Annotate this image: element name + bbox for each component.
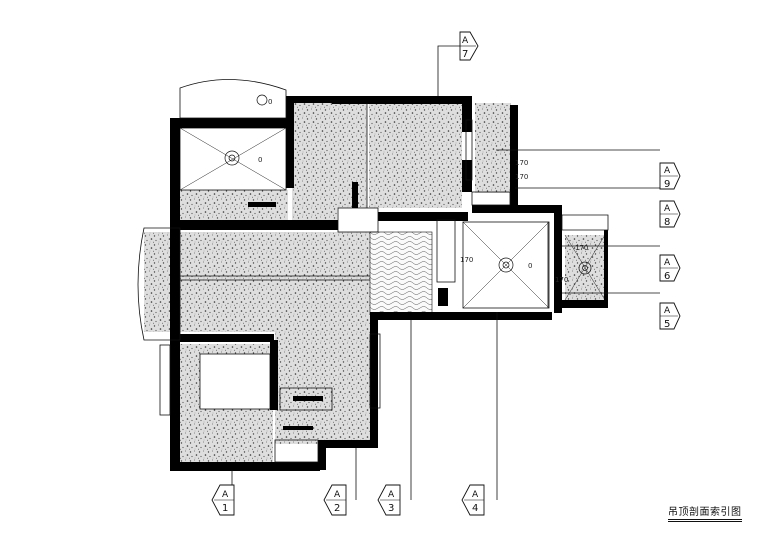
marker-number: 9 — [664, 179, 670, 190]
section-marker-9: A 9 — [659, 162, 681, 190]
marker-letter: A — [222, 490, 229, 500]
marker-letter: A — [334, 490, 341, 500]
level-label: 0 — [268, 98, 272, 106]
dim-label: 170 — [575, 244, 588, 252]
marker-number: 4 — [472, 503, 478, 514]
marker-number: 2 — [334, 503, 340, 514]
ceiling-diagonals — [179, 127, 606, 309]
dimension-labels: 170 170 170 170 170 0 0 0 — [258, 98, 588, 284]
detail-bars — [248, 182, 448, 430]
marker-letter: A — [472, 490, 479, 500]
section-marker-6: A 6 — [659, 254, 681, 282]
marker-number: 8 — [664, 217, 670, 228]
section-marker-7: A 7 — [459, 31, 479, 61]
section-marker-1: A 1 — [211, 484, 235, 516]
marker-letter: A — [462, 36, 469, 46]
marker-number: 1 — [222, 503, 228, 514]
dim-label: 170 — [555, 276, 568, 284]
marker-letter: A — [388, 490, 395, 500]
walls — [170, 96, 608, 471]
marker-number: 7 — [462, 49, 468, 60]
marker-number: 5 — [664, 319, 670, 330]
marker-number: 6 — [664, 271, 670, 282]
level-label: 0 — [528, 262, 532, 270]
section-markers: A 7 A 9 A 8 A 6 A 5 — [211, 31, 681, 516]
ceiling-living — [180, 232, 370, 332]
ceiling-bath-right — [475, 103, 511, 193]
marker-letter: A — [664, 306, 671, 316]
wood-panel-area — [369, 231, 433, 315]
ceiling-lamps — [224, 94, 592, 275]
marker-number: 3 — [388, 503, 394, 514]
section-marker-3: A 3 — [377, 484, 401, 516]
section-marker-8: A 8 — [659, 200, 681, 228]
ceiling-fill-areas — [144, 103, 605, 466]
section-leaders — [231, 45, 660, 500]
ceiling-study-top — [369, 103, 462, 208]
marker-letter: A — [664, 258, 671, 268]
section-marker-5: A 5 — [659, 302, 681, 330]
marker-letter: A — [664, 204, 671, 214]
drawing-caption: 吊顶剖面索引图 — [668, 503, 742, 522]
partitions — [137, 79, 609, 463]
dim-label: 170 — [515, 173, 528, 181]
section-marker-4: A 4 — [461, 484, 485, 516]
section-marker-2: A 2 — [323, 484, 347, 516]
marker-letter: A — [664, 166, 671, 176]
dim-label: 170 — [515, 159, 528, 167]
dim-label: 170 — [460, 256, 473, 264]
level-label: 0 — [258, 156, 262, 164]
plain-room-lower-small — [199, 353, 271, 410]
